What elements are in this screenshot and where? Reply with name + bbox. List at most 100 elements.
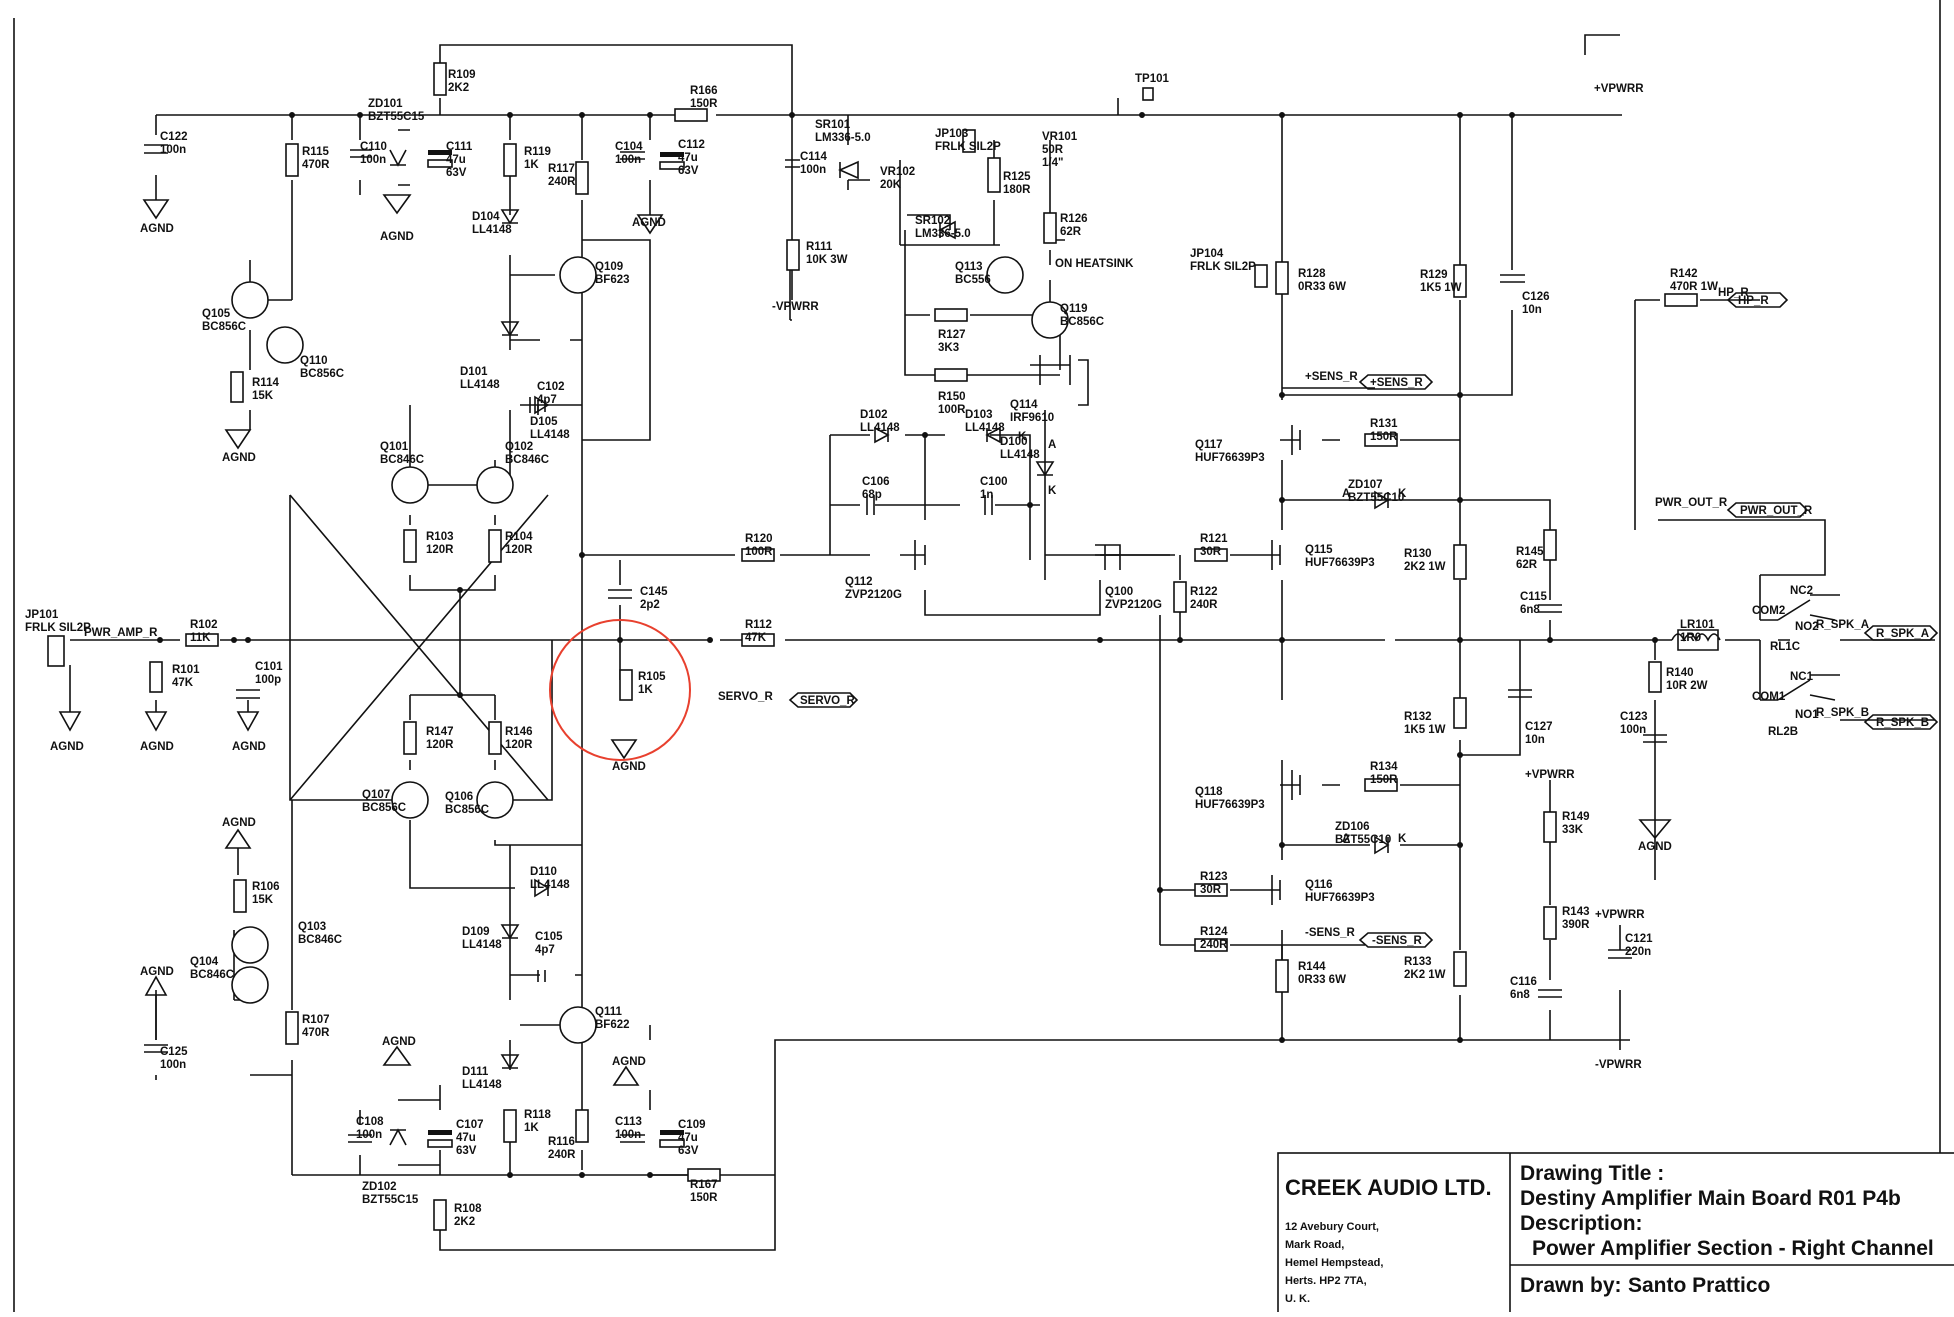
- component-ref-r132: R132: [1404, 711, 1432, 723]
- component-value-jp104: FRLK SIL2P: [1190, 261, 1256, 273]
- component-ref-r149: R149: [1562, 811, 1590, 823]
- relay-no1: NO1: [1795, 709, 1819, 721]
- component-ref-rl1c: RL1C: [1770, 641, 1800, 653]
- component-ref-r115: R115: [302, 146, 329, 158]
- component-value-q103: BC846C: [298, 934, 342, 946]
- component-value-r131: 150R: [1370, 431, 1398, 443]
- component-ref-r119: R119: [524, 146, 551, 158]
- component-value-q107: BC856C: [362, 802, 406, 814]
- component-value-r114: 15K: [252, 390, 274, 402]
- component-ref-r103: R103: [426, 531, 454, 543]
- component-ref-c109: C109: [678, 1119, 706, 1131]
- description-label: Description:: [1520, 1212, 1643, 1235]
- component-ref-c112: C112: [678, 139, 705, 151]
- component-ref-c126: C126: [1522, 291, 1550, 303]
- component-ref-c104: C104: [615, 141, 643, 153]
- component-ref-r107: R107: [302, 1014, 330, 1026]
- component-value-c102: 4p7: [537, 394, 557, 406]
- component-value-jp101: FRLK SIL2P: [25, 622, 91, 634]
- component-value-r145: 62R: [1516, 559, 1538, 571]
- agnd-label: AGND: [382, 1036, 416, 1048]
- component-ref-c101: C101: [255, 661, 283, 673]
- component-ref-r150: R150: [938, 391, 966, 403]
- component-value-r144: 0R33 6W: [1298, 974, 1346, 986]
- component-value-c107: 47u: [456, 1132, 476, 1144]
- pin-k-d100: K: [1048, 485, 1057, 497]
- component-ref-q106: Q106: [445, 791, 473, 803]
- component-value-c109-2: 63V: [678, 1145, 699, 1157]
- relay-nc2: NC2: [1790, 585, 1813, 597]
- relay-com2: COM2: [1752, 605, 1785, 617]
- diode-symbols: [389, 149, 1390, 1146]
- component-value-r127: 3K3: [938, 342, 959, 354]
- component-ref-r108: R108: [454, 1203, 482, 1215]
- component-ref-jp104: JP104: [1190, 248, 1224, 260]
- flag-sens-r-neg: -SENS_R: [1372, 935, 1423, 947]
- component-value-r112: 47K: [745, 632, 767, 644]
- component-value-c114: 100n: [800, 164, 826, 176]
- component-value-r167: 150R: [690, 1192, 718, 1204]
- component-value-c113: 100n: [615, 1129, 641, 1141]
- net-pwr-out-r: PWR_OUT_R: [1655, 497, 1728, 509]
- component-value-c116: 6n8: [1510, 989, 1530, 1001]
- agnd-label: AGND: [1638, 841, 1672, 853]
- component-ref-q103: Q103: [298, 921, 326, 933]
- net-vpwrr-pos-mid: +VPWRR: [1525, 769, 1575, 781]
- component-ref-c107: C107: [456, 1119, 484, 1131]
- ground-symbols: [58, 194, 1672, 1086]
- component-ref-r127: R127: [938, 329, 966, 341]
- component-value-r119: 1K: [524, 159, 539, 171]
- component-value-q115: HUF76639P3: [1305, 557, 1375, 569]
- component-ref-zd106: ZD106: [1335, 821, 1370, 833]
- component-value-d109: LL4148: [462, 939, 502, 951]
- address-line-1: 12 Avebury Court,: [1285, 1221, 1379, 1233]
- component-value-r134: 150R: [1370, 774, 1398, 786]
- component-value-r150: 100R: [938, 404, 966, 416]
- component-ref-c110: C110: [360, 141, 387, 153]
- net-r-spk-a: R_SPK_A: [1816, 619, 1869, 631]
- component-ref-r105: R105: [638, 671, 666, 683]
- component-value-c111-2: 63V: [446, 167, 467, 179]
- component-ref-d110: D110: [530, 866, 557, 878]
- component-value-c108: 100n: [356, 1129, 382, 1141]
- component-value-r116: 240R: [548, 1149, 576, 1161]
- component-ref-r140: R140: [1666, 667, 1694, 679]
- component-value-r111: 10K 3W: [806, 254, 848, 266]
- flag-pwr-out-r: PWR_OUT_R: [1740, 505, 1813, 517]
- component-ref-c125: C125: [160, 1046, 188, 1058]
- component-ref-d111: D111: [462, 1066, 489, 1078]
- component-ref-r146: R146: [505, 726, 533, 738]
- component-value-vr102: 20K: [880, 179, 902, 191]
- component-ref-r133: R133: [1404, 956, 1432, 968]
- pin-k-zd106: K: [1398, 833, 1407, 845]
- pin-a-zd106: A: [1342, 833, 1350, 845]
- component-ref-c102: C102: [537, 381, 565, 393]
- component-value-q110: BC856C: [300, 368, 344, 380]
- component-ref-zd102: ZD102: [362, 1181, 397, 1193]
- component-ref-lr101: LR101: [1680, 619, 1715, 631]
- component-value-d100: LL4148: [1000, 449, 1040, 461]
- component-value-lr101: 1R0: [1680, 632, 1701, 644]
- component-ref-c105: C105: [535, 931, 563, 943]
- component-value-q119: BC856C: [1060, 316, 1104, 328]
- component-ref-r128: R128: [1298, 268, 1326, 280]
- component-value-d102: LL4148: [860, 422, 900, 434]
- component-value-r126: 62R: [1060, 226, 1082, 238]
- component-value-r125: 180R: [1003, 184, 1031, 196]
- component-value-sr101: LM336-5.0: [815, 132, 871, 144]
- component-value-r122: 240R: [1190, 599, 1218, 611]
- component-value-r140: 10R 2W: [1666, 680, 1708, 692]
- component-value-r133: 2K2 1W: [1404, 969, 1446, 981]
- component-ref-r101: R101: [172, 664, 200, 676]
- component-value-c105: 4p7: [535, 944, 555, 956]
- component-ref-c122: C122: [160, 131, 188, 143]
- address-line-4: Herts. HP2 7TA,: [1285, 1275, 1367, 1287]
- address-line-3: Hemel Hempstead,: [1285, 1257, 1383, 1269]
- component-value-q112: ZVP2120G: [845, 589, 902, 601]
- net-servo-r: SERVO_R: [718, 691, 773, 703]
- component-ref-vr101: VR101: [1042, 131, 1078, 143]
- component-ref-q109: Q109: [595, 261, 623, 273]
- component-value-c109: 47u: [678, 1132, 698, 1144]
- component-value-q118: HUF76639P3: [1195, 799, 1265, 811]
- component-value-d104: LL4148: [472, 224, 512, 236]
